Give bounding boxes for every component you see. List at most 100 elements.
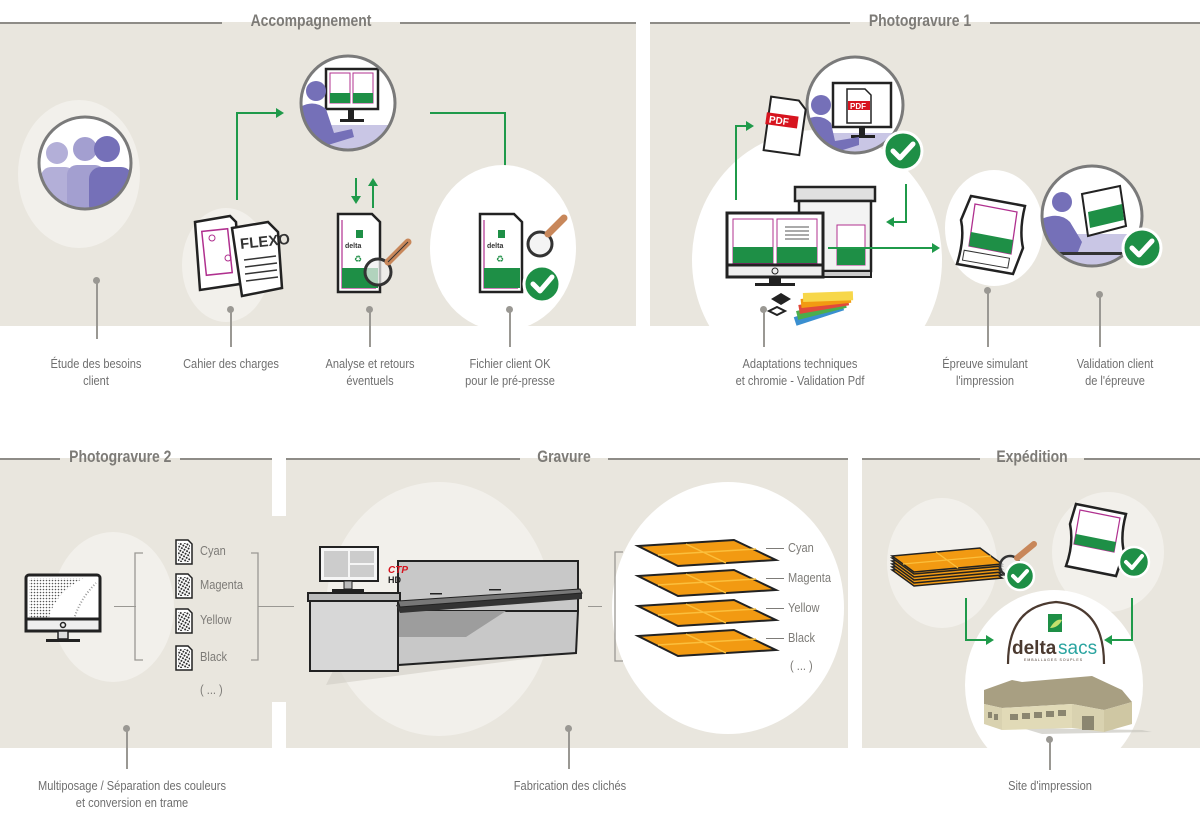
- pin-line: [126, 729, 128, 769]
- ctp-machine-icon: CTP HD: [307, 546, 583, 685]
- connector-line: [258, 606, 294, 607]
- step-label-fabrication-cliches: Fabrication des clichés: [513, 778, 627, 793]
- step-label-etude-besoins: Étude des besoins client: [50, 356, 142, 388]
- check-badge-icon: [1004, 560, 1036, 592]
- check-badge-icon: [1121, 227, 1163, 269]
- pdf-document-icon: PDF: [762, 95, 807, 157]
- title-line: [286, 458, 520, 460]
- deltasacs-logo: delta sacs EMBALLAGES SOUPLES: [1006, 600, 1106, 665]
- title-line: [180, 458, 272, 460]
- factory-building-icon: [984, 676, 1152, 734]
- plate-label-black: Black: [788, 630, 816, 645]
- plates-more: ( ... ): [790, 658, 813, 673]
- pin-dot: [984, 287, 991, 294]
- arrow-analyse-to-fichier: [430, 112, 506, 190]
- workstation-pantone-icon: [725, 185, 877, 326]
- step-label-multiposage: Multiposage / Séparation des couleurs et…: [38, 778, 226, 810]
- plate-label-tick: [766, 578, 784, 579]
- pin-line: [96, 281, 98, 339]
- loupe-icon: [766, 293, 791, 317]
- svg-text:FLEXO: FLEXO: [239, 231, 291, 253]
- svg-text:delta: delta: [345, 243, 361, 250]
- flexo-documents-icon: FLEXO: [193, 214, 291, 298]
- halftone-film-icon: [175, 573, 193, 599]
- pin-dot: [1096, 291, 1103, 298]
- pin-dot: [565, 725, 572, 732]
- separation-label-black: Black: [200, 649, 228, 664]
- svg-text:♻: ♻: [496, 254, 504, 264]
- pin-line: [369, 310, 371, 347]
- gap-top: [272, 458, 286, 516]
- connector-line: [114, 606, 136, 607]
- monitor-halftone-icon: [24, 573, 102, 642]
- pin-dot: [506, 306, 513, 313]
- step-label-analyse-retours: Analyse et retours éventuels: [325, 356, 415, 388]
- step-label-adaptations-techniques: Adaptations techniques et chromie - Vali…: [735, 356, 865, 388]
- pin-line: [763, 310, 765, 347]
- step-label-epreuve-simulant: Épreuve simulant l'impression: [942, 356, 1028, 388]
- separation-label-magenta: Magenta: [200, 577, 244, 592]
- halftone-film-icon: [175, 645, 193, 671]
- svg-text:PDF: PDF: [768, 115, 789, 129]
- client-validation-icon: [1040, 164, 1163, 269]
- approved-proof-icon: [1064, 502, 1151, 579]
- plate-label-yellow: Yellow: [788, 600, 820, 615]
- flow-arrows-accompagnement: [236, 108, 510, 208]
- separation-label-yellow: Yellow: [200, 612, 232, 627]
- pin-dot: [366, 306, 373, 313]
- panel-mask: [650, 326, 1200, 396]
- pin-dot: [760, 306, 767, 313]
- svg-text:PDF: PDF: [850, 102, 866, 111]
- plate-black: [634, 628, 780, 658]
- flow-arrows-photogravure-1: [735, 121, 940, 253]
- pantone-swatches-icon: [793, 291, 854, 326]
- flow-arrows-expedition: [965, 598, 1133, 645]
- section-title-photogravure-2: Photogravure 2: [69, 447, 172, 466]
- separation-label-cyan: Cyan: [200, 543, 226, 558]
- pin-line: [1049, 740, 1051, 770]
- pin-dot: [1046, 736, 1053, 743]
- operator-computer-icon: [299, 54, 397, 152]
- plate-label-tick: [766, 608, 784, 609]
- document-magnifier-icon: delta ♻: [336, 212, 412, 294]
- bracket-right: [251, 552, 259, 661]
- arrow-cahier-to-analyse: [236, 112, 278, 200]
- step-label-fichier-client: Fichier client OK pour le pré-presse: [465, 356, 555, 388]
- title-line: [650, 22, 850, 24]
- check-badge-icon: [1117, 545, 1151, 579]
- pin-dot: [227, 306, 234, 313]
- bracket-left: [134, 552, 143, 661]
- title-line: [990, 22, 1200, 24]
- title-line: [400, 22, 636, 24]
- operator-pdf-icon: PDF PDF: [762, 55, 924, 172]
- ctp-model-label: HD: [388, 575, 401, 585]
- plate-label-tick: [766, 638, 784, 639]
- title-line: [1084, 458, 1200, 460]
- ctp-brand-label: CTP: [388, 565, 408, 576]
- pin-line: [987, 291, 989, 347]
- plate-cyan: [634, 538, 780, 568]
- gap-bottom: [272, 702, 286, 748]
- plate-magenta: [634, 568, 780, 598]
- brand-tagline: EMBALLAGES SOUPLES: [1024, 658, 1083, 662]
- users-group-icon: [37, 115, 133, 211]
- section-title-photogravure-1: Photogravure 1: [868, 11, 972, 30]
- svg-text:♻: ♻: [354, 254, 362, 264]
- step-label-validation-client: Validation client de l'épreuve: [1076, 356, 1154, 388]
- proof-sheet-icon: [955, 194, 1027, 276]
- title-line: [0, 458, 60, 460]
- document-approved-icon: delta ♻: [478, 212, 568, 304]
- title-line: [608, 458, 848, 460]
- plate-label-cyan: Cyan: [788, 540, 814, 555]
- separations-more: ( ... ): [200, 682, 223, 697]
- plate-label-magenta: Magenta: [788, 570, 832, 585]
- step-label-site-impression: Site d'impression: [1008, 778, 1092, 793]
- brand-name-bold: delta: [1012, 638, 1057, 659]
- plate-label-tick: [766, 548, 784, 549]
- section-title-accompagnement: Accompagnement: [250, 11, 372, 30]
- panel-mask: [862, 748, 1200, 788]
- pin-line: [230, 310, 232, 347]
- title-line: [0, 22, 222, 24]
- svg-text:delta: delta: [487, 243, 503, 250]
- halftone-film-icon: [175, 608, 193, 634]
